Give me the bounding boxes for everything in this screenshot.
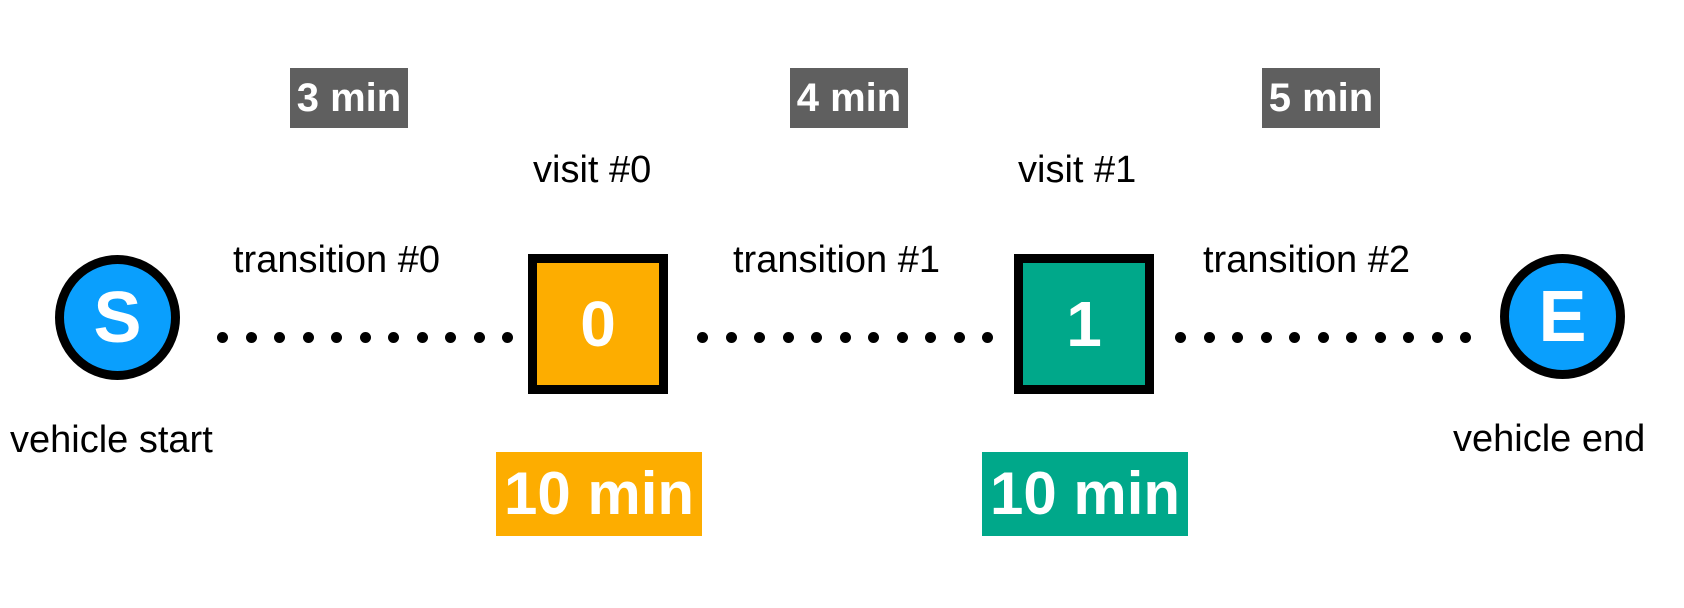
end-letter: E (1538, 276, 1587, 357)
connector-dot (725, 332, 737, 343)
connector-dot (754, 332, 765, 343)
transition-0-time-badge: 3 min (290, 68, 408, 128)
connector-dot (1203, 332, 1215, 343)
vehicle-end-node: E (1500, 254, 1625, 379)
transition-1-connector (697, 332, 993, 344)
vehicle-start-node: S (55, 255, 180, 380)
connector-dot (896, 332, 908, 343)
connector-dot (782, 332, 794, 343)
start-letter: S (93, 277, 142, 358)
connector-dot (811, 332, 822, 343)
connector-dot (925, 332, 936, 343)
connector-dot (697, 332, 708, 343)
connector-dot (302, 332, 314, 343)
visit-0-duration-badge: 10 min (496, 452, 702, 536)
connector-dot (359, 332, 371, 343)
visit-1-title: visit #1 (1018, 149, 1137, 191)
connector-dot (473, 332, 485, 343)
visit-1-id: 1 (1066, 288, 1102, 360)
connector-dot (1260, 332, 1272, 343)
connector-dot (274, 332, 285, 343)
connector-dot (1232, 332, 1243, 343)
connector-dot (245, 332, 257, 343)
visit-0-id: 0 (580, 288, 616, 360)
connector-dot (1403, 332, 1414, 343)
connector-dot (1175, 332, 1186, 343)
visit-1-duration-badge: 10 min (982, 452, 1188, 536)
connector-dot (1317, 332, 1329, 343)
visit-1-box: 1 (1014, 254, 1154, 394)
transition-0-connector (217, 332, 513, 344)
connector-dot (1289, 332, 1300, 343)
connector-dot (217, 332, 228, 343)
transition-2-time-badge: 5 min (1262, 68, 1380, 128)
connector-dot (982, 332, 993, 343)
connector-dot (416, 332, 428, 343)
connector-dot (1431, 332, 1443, 343)
connector-dot (1346, 332, 1357, 343)
transition-0-label: transition #0 (233, 239, 441, 281)
visit-0-title: visit #0 (533, 149, 652, 191)
connector-dot (1374, 332, 1386, 343)
connector-dot (502, 332, 513, 343)
connector-dot (868, 332, 879, 343)
vehicle-start-label: vehicle start (10, 419, 213, 461)
connector-dot (839, 332, 851, 343)
transition-1-label: transition #1 (733, 239, 941, 281)
connector-dot (331, 332, 342, 343)
visit-0-box: 0 (528, 254, 668, 394)
transition-2-label: transition #2 (1203, 239, 1411, 281)
connector-dot (953, 332, 965, 343)
connector-dot (388, 332, 399, 343)
connector-dot (445, 332, 456, 343)
vehicle-end-label: vehicle end (1453, 418, 1646, 460)
connector-dot (1460, 332, 1471, 343)
transition-2-connector (1175, 332, 1471, 344)
transition-1-time-badge: 4 min (790, 68, 908, 128)
